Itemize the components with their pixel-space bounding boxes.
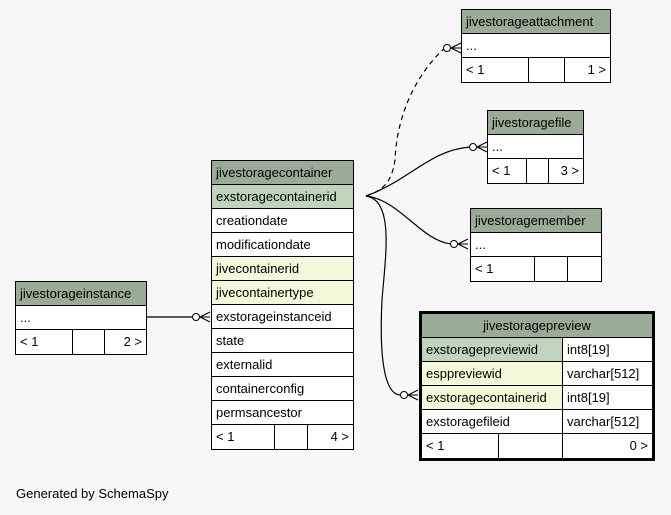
table-row[interactable]: state (212, 329, 353, 353)
footer-child-count: 2 > (104, 330, 146, 354)
edge-container-attachment (365, 47, 446, 197)
table-row-foreign-key[interactable]: jivecontainertype (212, 281, 353, 305)
column-name: exstoragecontainerid (422, 386, 562, 409)
column-type: varchar[512] (562, 410, 652, 433)
edge-attachment-crowfoot (450, 42, 462, 54)
footer-parent-count: < 1 (492, 163, 511, 178)
table-jivestoragepreview[interactable]: jivestoragepreview exstoragepreviewid in… (419, 311, 655, 461)
table-header[interactable]: jivestoragepreview (422, 314, 652, 338)
table-row-primary-key[interactable]: exstoragecontainerid (212, 185, 353, 209)
table-jivestoragemember[interactable]: jivestoragemember ... < 1 (470, 208, 602, 282)
edge-container-zero-marker (192, 313, 200, 321)
edge-file-crowfoot (476, 141, 488, 153)
table-row-foreign-key[interactable]: exstoragecontainerid int8[19] (422, 386, 652, 410)
table-row[interactable]: ... (462, 34, 610, 58)
column-name: exstoragepreviewid (422, 338, 562, 361)
table-row[interactable]: exstoragefileid varchar[512] (422, 410, 652, 434)
table-row[interactable]: ... (488, 135, 583, 159)
table-row[interactable]: modificationdate (212, 233, 353, 257)
edge-preview-crowfoot (407, 389, 419, 401)
table-row-primary-key[interactable]: exstoragepreviewid int8[19] (422, 338, 652, 362)
footer-parent-count: < 1 (475, 261, 494, 276)
table-row[interactable]: exstorageinstanceid (212, 305, 353, 329)
edge-container-crowfoot (199, 311, 211, 323)
footer-row-count (534, 257, 567, 281)
edge-member-zero-marker (450, 240, 458, 248)
table-footer: < 1 2 > (16, 330, 146, 354)
table-footer: < 1 3 > (488, 159, 583, 183)
table-jivestorageinstance[interactable]: jivestorageinstance ... < 1 2 > (15, 281, 147, 355)
footer-parent-count: < 1 (426, 438, 445, 453)
table-footer: < 1 4 > (212, 425, 353, 449)
edge-file-zero-marker (469, 143, 477, 151)
table-row[interactable]: creationdate (212, 209, 353, 233)
footer-parent-count: < 1 (216, 429, 235, 444)
edge-preview-zero-marker (400, 391, 408, 399)
footer-row-count (528, 58, 564, 82)
table-jivestorageattachment[interactable]: jivestorageattachment ... < 1 1 > (461, 9, 611, 83)
table-header[interactable]: jivestoragemember (471, 209, 601, 233)
footer-child-count: 1 > (564, 58, 610, 82)
table-row[interactable]: ... (471, 233, 601, 257)
table-row[interactable]: permsancestor (212, 401, 353, 425)
footer-parent-count: < 1 (20, 334, 39, 349)
column-name: esppreviewid (422, 362, 562, 385)
edge-container-member (365, 195, 452, 245)
column-type: varchar[512] (562, 362, 652, 385)
footer-child-count: 3 > (548, 159, 583, 183)
edge-member-crowfoot (457, 238, 469, 250)
table-row[interactable]: externalid (212, 353, 353, 377)
footer-row-count (274, 425, 307, 449)
table-jivestoragecontainer[interactable]: jivestoragecontainer exstoragecontaineri… (211, 160, 354, 450)
table-jivestoragefile[interactable]: jivestoragefile ... < 1 3 > (487, 110, 584, 184)
footer-row-count (498, 434, 562, 458)
table-row[interactable]: esppreviewid varchar[512] (422, 362, 652, 386)
table-row-foreign-key[interactable]: jivecontainerid (212, 257, 353, 281)
table-footer: < 1 1 > (462, 58, 610, 82)
footer-child-count: 0 > (562, 434, 652, 458)
table-header[interactable]: jivestorageattachment (462, 10, 610, 34)
table-header[interactable]: jivestoragecontainer (212, 161, 353, 185)
column-name: exstoragefileid (426, 414, 510, 429)
table-header[interactable]: jivestoragefile (488, 111, 583, 135)
edge-attachment-zero-marker (443, 44, 451, 52)
footer-row-count (72, 330, 104, 354)
footer-parent-count: < 1 (466, 62, 485, 77)
footer-child-count (567, 257, 601, 281)
table-header[interactable]: jivestorageinstance (16, 282, 146, 306)
table-footer: < 1 0 > (422, 434, 652, 458)
edge-container-file (365, 146, 471, 197)
edge-container-preview (365, 195, 401, 396)
table-row[interactable]: containerconfig (212, 377, 353, 401)
table-row[interactable]: ... (16, 306, 146, 330)
footer-child-count: 4 > (307, 425, 353, 449)
generated-by-note: Generated by SchemaSpy (16, 486, 169, 501)
column-type: int8[19] (562, 338, 652, 361)
footer-row-count (526, 159, 548, 183)
column-type: int8[19] (562, 386, 652, 409)
table-footer: < 1 (471, 257, 601, 281)
